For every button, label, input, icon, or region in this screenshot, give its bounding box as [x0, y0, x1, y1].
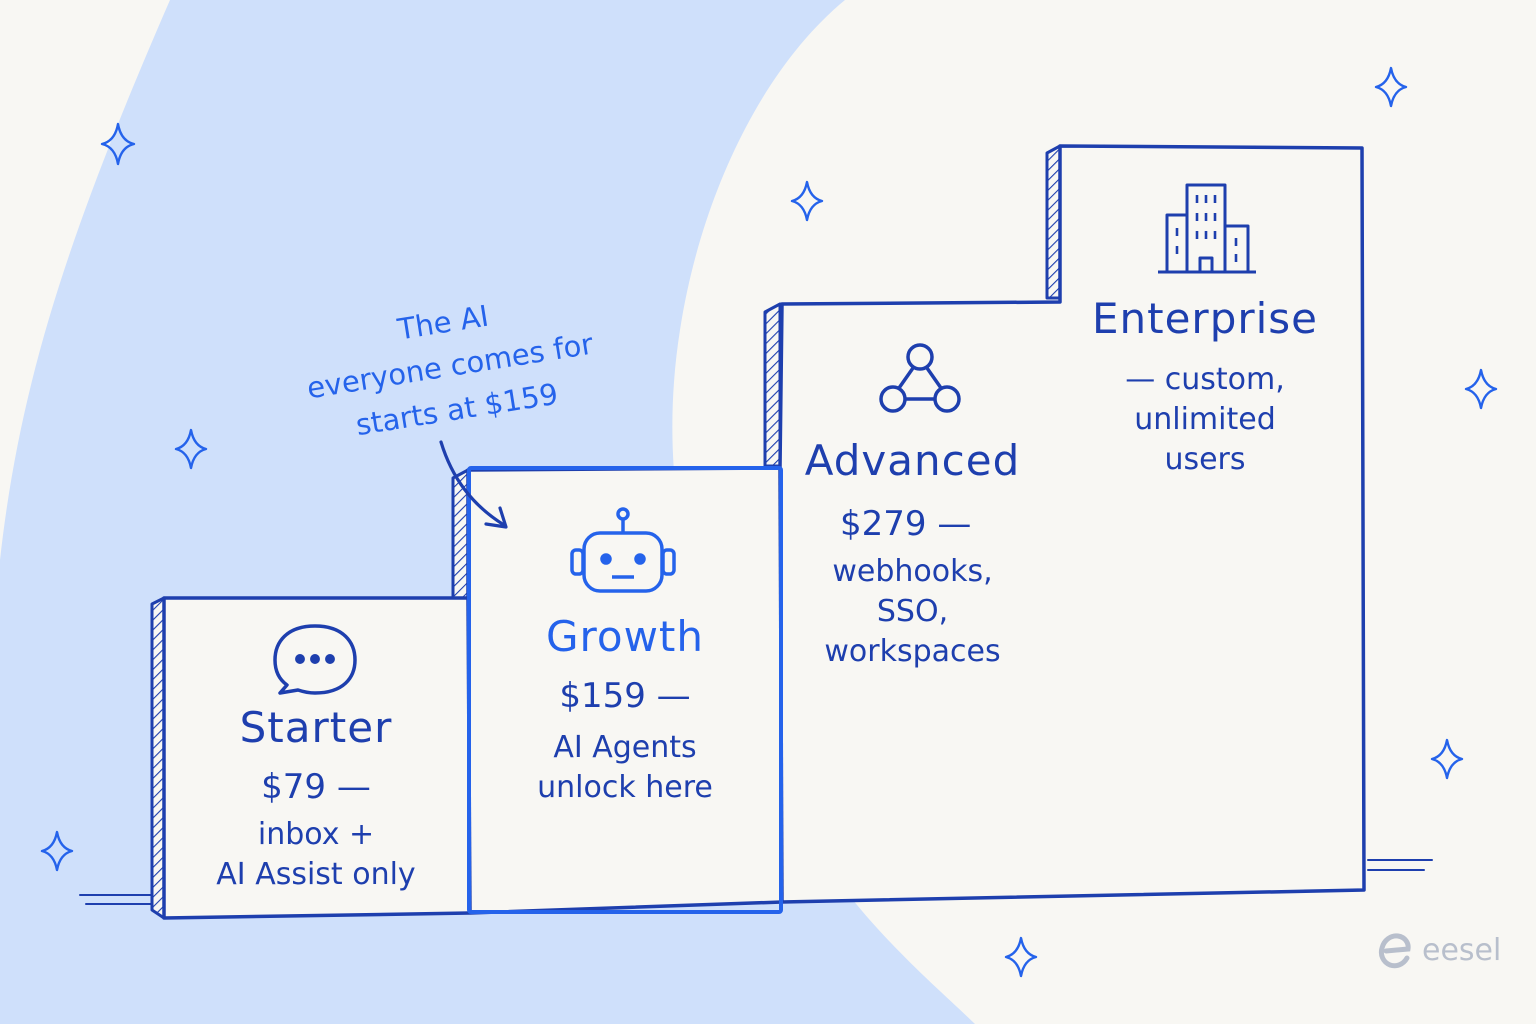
desc-line: AI Assist only: [216, 857, 416, 892]
webhook-icon: [879, 343, 961, 413]
desc-line: AI Agents: [553, 730, 697, 765]
callout-arrow: [439, 440, 508, 529]
chat-bubble-icon: [273, 624, 357, 695]
desc-line: workspaces: [824, 634, 1001, 669]
desc-line: unlimited: [1134, 402, 1276, 437]
step-side-faces: [150, 144, 1062, 920]
tier-desc-advanced: webhooks, SSO, workspaces: [800, 552, 1025, 672]
tier-name-advanced: Advanced: [804, 436, 1021, 485]
tier-name-enterprise: Enterprise: [1091, 294, 1319, 343]
eesel-logo-icon: [1378, 933, 1411, 969]
building-icon: [1158, 183, 1256, 274]
desc-line: — custom,: [1125, 362, 1285, 397]
desc-line: users: [1164, 442, 1246, 477]
desc-line: inbox +: [257, 817, 375, 852]
desc-line: SSO,: [876, 594, 949, 629]
robot-icon: [570, 507, 676, 593]
tier-price-advanced: $279 —: [840, 504, 972, 544]
tier-price-growth: $159 —: [559, 676, 691, 716]
tier-desc-growth: AI Agents unlock here: [470, 728, 780, 808]
eesel-logo: eesel: [1378, 930, 1501, 970]
desc-line: webhooks,: [832, 554, 993, 589]
desc-line: unlock here: [537, 770, 713, 805]
tier-name-starter: Starter: [239, 703, 393, 752]
sparkle-icon: [40, 66, 1498, 978]
tier-name-growth: Growth: [545, 612, 705, 661]
tier-price-starter: $79 —: [261, 767, 371, 807]
growth-highlight: [467, 466, 783, 914]
ground-lines: [79, 859, 1433, 905]
tier-desc-enterprise: — custom, unlimited users: [1080, 360, 1330, 480]
tier-desc-starter: inbox + AI Assist only: [164, 815, 468, 895]
logo-text: eesel: [1422, 932, 1502, 968]
